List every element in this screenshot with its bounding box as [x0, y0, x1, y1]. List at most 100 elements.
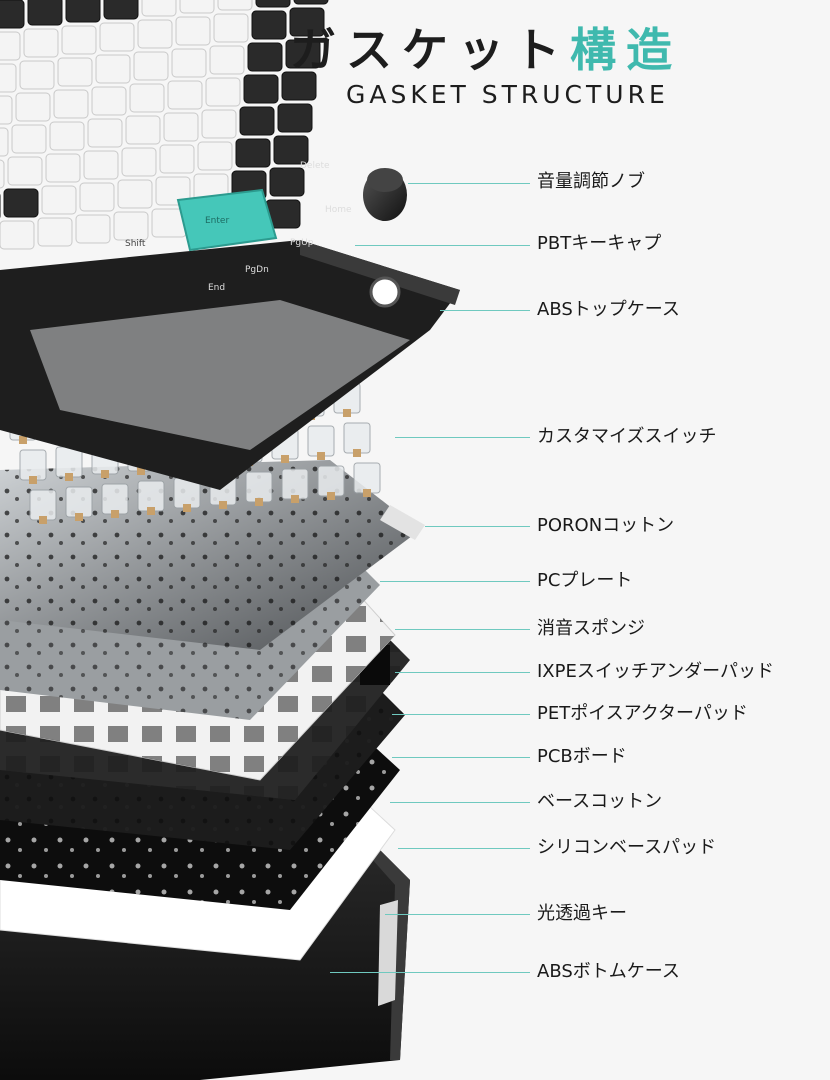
switch: [343, 422, 371, 454]
keycap: [3, 188, 39, 218]
keycap: [0, 31, 21, 61]
keycap: [175, 16, 211, 46]
keycap: [0, 63, 17, 93]
keycap: [293, 0, 329, 5]
light-transmitting-strip: [378, 900, 398, 1006]
switch-stem: [317, 452, 325, 460]
keycap-label-shift: Shift: [125, 239, 146, 249]
keycap: [11, 124, 47, 154]
switch-stem: [75, 513, 83, 521]
keycap: [133, 51, 169, 81]
keycap: [49, 121, 85, 151]
keycap: [205, 77, 241, 107]
layer-label-dampening-sponge: 消音スポンジ: [537, 618, 645, 639]
keycap: [289, 7, 325, 37]
keycaps: [0, 0, 329, 250]
leader-line-keycap: [355, 245, 530, 246]
switch-stem: [183, 504, 191, 512]
keycap: [201, 109, 237, 139]
keycap: [239, 106, 275, 136]
keycap: [213, 13, 249, 43]
keycap: [65, 0, 101, 23]
leader-line-pcb: [392, 757, 530, 758]
layer-label-poron-cotton: PORONコットン: [537, 515, 675, 536]
switch: [29, 489, 57, 521]
keycap: [79, 182, 115, 212]
leader-line-top-case: [440, 310, 530, 311]
layer-label-pc-plate: PCプレート: [537, 570, 633, 591]
switch: [281, 468, 309, 500]
page-title-main: ガスケット: [290, 23, 570, 77]
keycap: [19, 60, 55, 90]
keycap: [125, 115, 161, 145]
keycap: [0, 0, 25, 29]
leader-line-base-cotton: [390, 802, 530, 803]
keycap: [269, 167, 305, 197]
leader-line-light-key: [385, 914, 530, 915]
leader-line-foam: [395, 629, 530, 630]
layer-label-custom-switch: カスタマイズスイッチ: [537, 426, 717, 447]
keycap: [197, 141, 233, 171]
keycap: [159, 144, 195, 174]
leader-line-plate: [380, 581, 530, 582]
keycap: [23, 28, 59, 58]
keycap: [285, 39, 321, 69]
keycap-label-home: Home: [325, 205, 352, 215]
keycap: [117, 179, 153, 209]
switch-stem: [29, 476, 37, 484]
keycap: [0, 95, 13, 125]
keycap: [61, 25, 97, 55]
leader-line-silicone: [398, 848, 530, 849]
keycap: [247, 42, 283, 72]
switch: [55, 446, 83, 478]
layer-label-silicone-pad: シリコンベースパッド: [537, 837, 717, 858]
page-title-accent: 構造: [570, 23, 682, 77]
keycap: [99, 22, 135, 52]
switch-stem: [39, 516, 47, 524]
enter-keycap: [176, 188, 278, 252]
switch-stem: [65, 473, 73, 481]
switch: [245, 471, 273, 503]
leader-line-knob: [408, 183, 530, 184]
keycap: [171, 48, 207, 78]
keycap: [95, 54, 131, 84]
switch-stem: [19, 436, 27, 444]
switch-stem: [111, 510, 119, 518]
keycap: [113, 211, 149, 241]
switch: [307, 425, 335, 457]
keycap: [0, 159, 5, 189]
keycap-label-pgdn: PgDn: [245, 265, 269, 275]
keycap: [53, 89, 89, 119]
switch-stem: [137, 467, 145, 475]
switch: [317, 465, 345, 497]
switch-stem: [147, 507, 155, 515]
switch-stem: [353, 449, 361, 457]
knob-hole: [369, 276, 401, 308]
layer-label-light-key: 光透過キー: [537, 903, 627, 924]
keycap: [251, 10, 287, 40]
switch: [19, 449, 47, 481]
layer-label-abs-top-case: ABSトップケース: [537, 299, 680, 320]
keycap: [155, 176, 191, 206]
switch-stem: [219, 501, 227, 509]
keycap: [0, 127, 9, 157]
keycap: [87, 118, 123, 148]
keycap: [75, 214, 111, 244]
leader-line-ixpe: [395, 672, 530, 673]
keycap: [57, 57, 93, 87]
keycap: [179, 0, 215, 14]
keycap: [103, 0, 139, 20]
keycap: [27, 0, 63, 26]
bottom-case-edge: [355, 830, 410, 1060]
keycap: [45, 153, 81, 183]
keycap: [0, 220, 35, 250]
keycap: [137, 19, 173, 49]
layer-label-pcb-board: PCBボード: [537, 746, 627, 767]
keycap: [91, 86, 127, 116]
layer-label-pet-pad: PETポイスアクターパッド: [537, 703, 748, 724]
switch-stem: [281, 455, 289, 463]
keycap: [37, 217, 73, 247]
layer-label-abs-bottom-case: ABSボトムケース: [537, 961, 680, 982]
